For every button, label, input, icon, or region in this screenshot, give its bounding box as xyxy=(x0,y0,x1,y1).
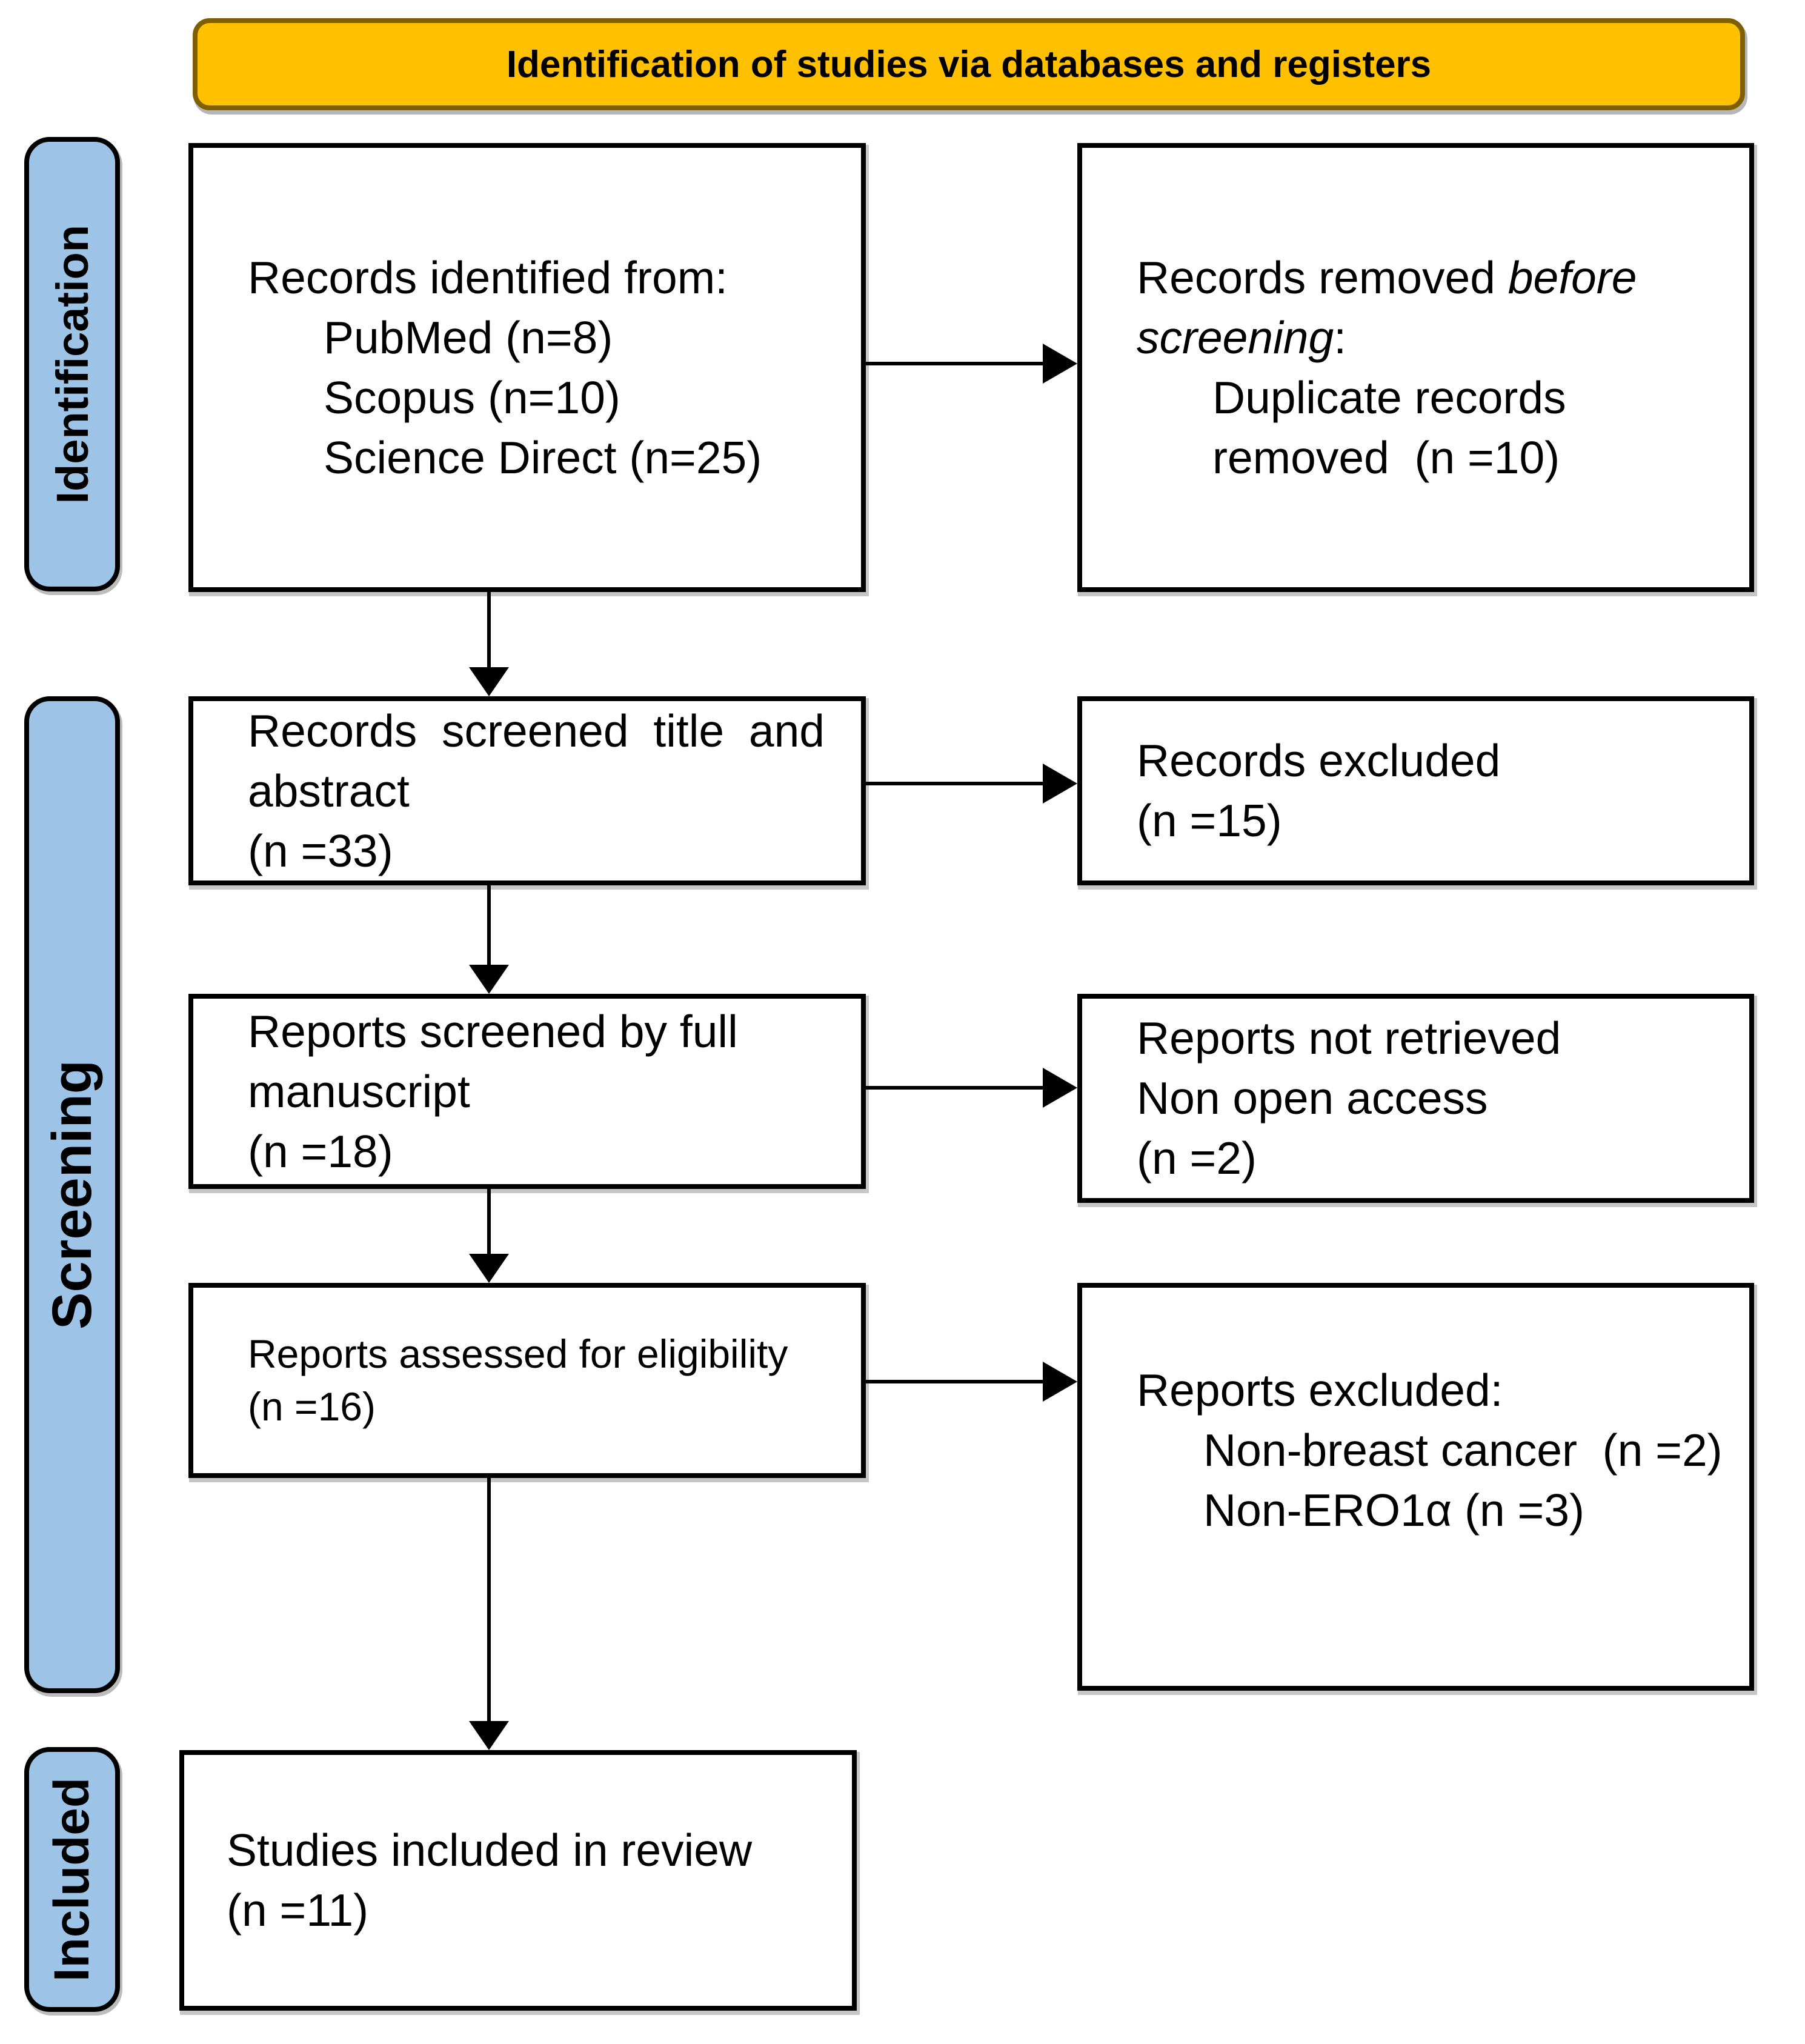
records-removed-italic-screening: screening xyxy=(1137,311,1334,363)
box-studies-included: Studies included in review (n =11) xyxy=(179,1750,857,2011)
box-reports-not-retrieved: Reports not retrieved Non open access (n… xyxy=(1077,994,1754,1203)
reports-not-retrieved-line1: Reports not retrieved xyxy=(1137,1013,1561,1064)
arrow-line-identified-to-screened xyxy=(487,592,491,671)
arrow-right-icon xyxy=(1043,1362,1077,1402)
box-reports-excluded: Reports excluded: Non-breast cancer (n =… xyxy=(1077,1283,1754,1691)
reports-screened-line2: manuscript xyxy=(248,1065,470,1117)
records-identified-item-pubmed: PubMed (n=8) xyxy=(324,311,613,363)
box-records-screened: Records screened title and abstract (n =… xyxy=(188,696,866,885)
studies-included-line1: Studies included in review xyxy=(227,1825,753,1876)
stage-included: Included xyxy=(24,1747,120,2012)
arrow-down-icon xyxy=(469,667,509,696)
arrow-line-fullscreen-to-assessed xyxy=(487,1189,491,1259)
box-records-removed: Records removed before screening: Duplic… xyxy=(1077,143,1754,592)
reports-not-retrieved-count: (n =2) xyxy=(1137,1133,1257,1183)
stage-screening-label: Screening xyxy=(41,1060,103,1330)
box-records-excluded: Records excluded (n =15) xyxy=(1077,696,1754,885)
banner-identification-of-studies: Identification of studies via databases … xyxy=(193,18,1745,110)
records-removed-item-line2: removed (n =10) xyxy=(1212,431,1560,483)
arrow-line-fullscreen-to-notretrieved xyxy=(866,1086,1045,1090)
records-removed-colon: : xyxy=(1334,311,1347,363)
records-screened-line1: Records screened title and xyxy=(248,705,825,756)
records-screened-count: (n =33) xyxy=(248,825,393,876)
arrow-right-icon xyxy=(1043,1068,1077,1108)
reports-assessed-line1: Reports assessed for eligibility xyxy=(248,1331,788,1376)
stage-identification-label: Identification xyxy=(47,224,98,504)
arrow-right-icon xyxy=(1043,764,1077,804)
reports-screened-line1: Reports screened by full xyxy=(248,1005,738,1057)
reports-excluded-title: Reports excluded: xyxy=(1137,1365,1503,1416)
records-identified-item-sciencedirect: Science Direct (n=25) xyxy=(324,431,762,483)
records-removed-item-line1: Duplicate records xyxy=(1212,371,1566,423)
reports-excluded-item-nonbreast: Non-breast cancer (n =2) xyxy=(1203,1425,1723,1476)
box-reports-screened: Reports screened by full manuscript (n =… xyxy=(188,994,866,1189)
arrow-down-icon xyxy=(469,1254,509,1283)
arrow-line-screened-to-excluded xyxy=(866,782,1045,785)
records-excluded-line1: Records excluded xyxy=(1137,735,1501,786)
records-removed-text: Records removed xyxy=(1137,251,1508,303)
studies-included-count: (n =11) xyxy=(227,1885,369,1936)
stage-included-label: Included xyxy=(44,1777,99,1982)
records-removed-line1: Records removed before xyxy=(1137,248,1713,308)
records-removed-line2: screening: xyxy=(1137,308,1713,368)
arrow-line-assessed-to-reportsexcluded xyxy=(866,1380,1045,1383)
records-identified-item-scopus: Scopus (n=10) xyxy=(324,371,620,423)
reports-not-retrieved-line2: Non open access xyxy=(1137,1073,1488,1124)
arrow-line-assessed-to-included xyxy=(487,1478,491,1726)
arrow-line-screened-to-fullscreen xyxy=(487,885,491,970)
reports-assessed-count: (n =16) xyxy=(248,1384,376,1429)
stage-identification: Identification xyxy=(24,137,120,591)
stage-screening: Screening xyxy=(24,696,120,1693)
arrow-down-icon xyxy=(469,965,509,994)
records-screened-line2: abstract xyxy=(248,765,410,816)
arrow-line-identified-to-removed xyxy=(866,362,1045,365)
records-removed-italic-before: before xyxy=(1507,251,1637,303)
records-excluded-count: (n =15) xyxy=(1137,795,1282,846)
banner-title: Identification of studies via databases … xyxy=(506,43,1432,85)
box-records-identified: Records identified from: PubMed (n=8) Sc… xyxy=(188,143,866,592)
reports-screened-count: (n =18) xyxy=(248,1125,393,1177)
box-reports-assessed: Reports assessed for eligibility (n =16) xyxy=(188,1283,866,1478)
reports-excluded-item-nonero1a: Non-ERO1α (n =3) xyxy=(1203,1485,1585,1536)
arrow-right-icon xyxy=(1043,344,1077,384)
records-identified-title: Records identified from: xyxy=(248,251,728,303)
arrow-down-icon xyxy=(469,1721,509,1750)
